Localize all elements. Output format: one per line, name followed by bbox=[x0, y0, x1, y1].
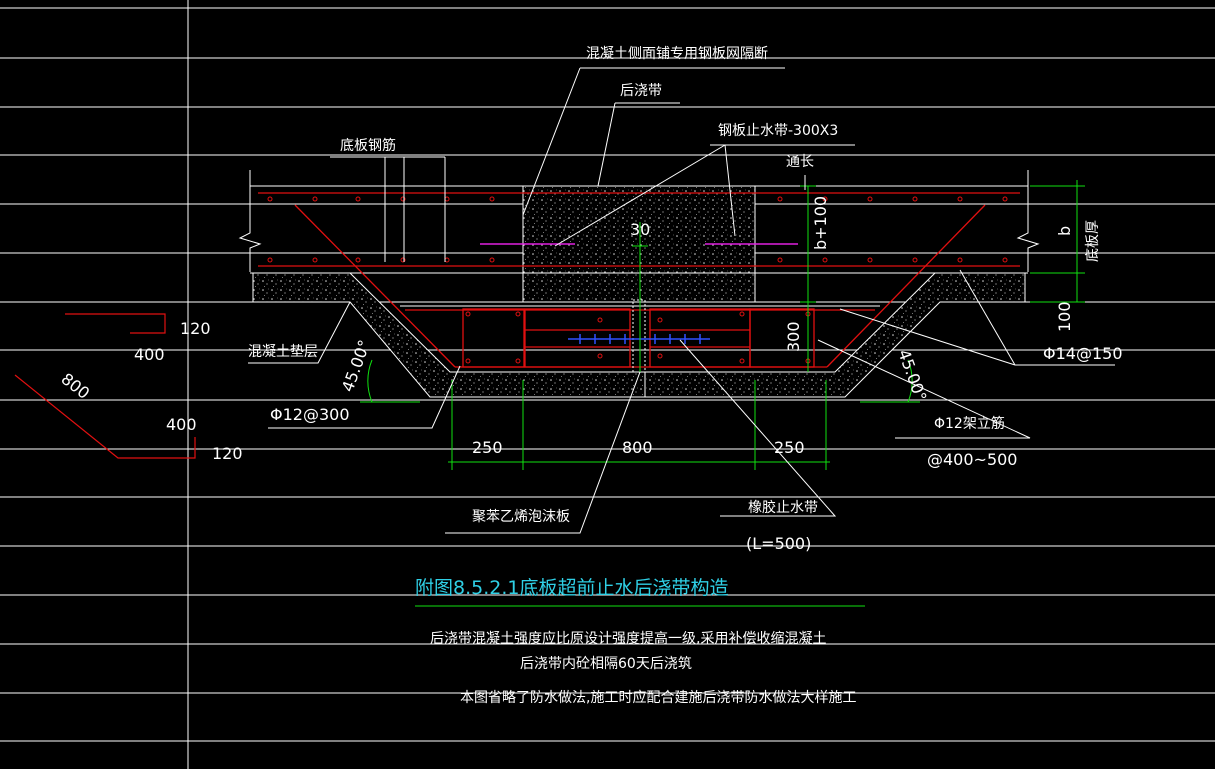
detail-dim-120-top: 120 bbox=[180, 319, 211, 338]
rubber-waterstop bbox=[568, 334, 710, 344]
label-concrete-side-mesh: 混凝土侧面铺专用钢板网隔断 bbox=[586, 46, 768, 62]
detail-dim-400-bottom: 400 bbox=[166, 415, 197, 434]
dim-800: 800 bbox=[622, 438, 653, 457]
label-phi12-300: Φ12@300 bbox=[270, 405, 350, 424]
dim-b-plus-100: b+100 bbox=[811, 196, 830, 250]
label-phi14-150: Φ14@150 bbox=[1043, 344, 1123, 363]
dim-angle-left: 45.00° bbox=[338, 337, 374, 394]
label-eps-board: 聚苯乙烯泡沫板 bbox=[472, 508, 570, 525]
label-concrete-cushion: 混凝土垫层 bbox=[248, 344, 318, 360]
label-slab-thickness: 底板厚 bbox=[1085, 220, 1101, 262]
detail-dim-400-top: 400 bbox=[134, 345, 165, 364]
dim-100: 100 bbox=[1055, 301, 1074, 332]
dim-30: 30 bbox=[630, 220, 650, 239]
label-rubber-waterstop: 橡胶止水带 bbox=[748, 499, 818, 516]
label-stand-spacing: @400~500 bbox=[927, 450, 1017, 469]
concrete-cushion bbox=[252, 272, 1026, 398]
dim-250-right: 250 bbox=[774, 438, 805, 457]
dim-b: b bbox=[1055, 226, 1074, 236]
label-steel-waterstop: 钢板止水带-300X3 bbox=[718, 123, 838, 139]
dim-250-left: 250 bbox=[472, 438, 503, 457]
label-phi12-stand: Φ12架立筋 bbox=[934, 415, 1005, 432]
note-line-3: 本图省略了防水做法,施工时应配合建施后浇带防水做法大样施工 bbox=[460, 689, 856, 706]
label-continuous: 通长 bbox=[786, 154, 814, 170]
label-rubber-length: (L=500) bbox=[746, 534, 811, 553]
dim-300: 300 bbox=[784, 321, 803, 352]
eps-board bbox=[632, 299, 646, 373]
notes: 后浇带混凝土强度应比原设计强度提高一级,采用补偿收缩混凝土 后浇带内砼相隔60天… bbox=[430, 630, 856, 706]
detail-dim-800: 800 bbox=[58, 369, 94, 403]
detail-dimensions: 120 400 800 400 120 bbox=[58, 319, 243, 463]
note-line-1: 后浇带混凝土强度应比原设计强度提高一级,采用补偿收缩混凝土 bbox=[430, 630, 826, 647]
note-line-2: 后浇带内砼相隔60天后浇筑 bbox=[520, 656, 692, 672]
leader-lines bbox=[248, 67, 1115, 534]
label-bottom-rebar: 底板钢筋 bbox=[340, 137, 396, 154]
detail-bars bbox=[14, 313, 196, 459]
detail-dim-120-bottom: 120 bbox=[212, 444, 243, 463]
dimension-lines bbox=[360, 180, 1085, 607]
drawing-title: 附图8.5.2.1底板超前止水后浇带构造 bbox=[415, 577, 728, 599]
labels: 混凝土侧面铺专用钢板网隔断 后浇带 钢板止水带-300X3 通长 底板钢筋 混凝… bbox=[248, 46, 1123, 553]
dim-angle-right: 45.00° bbox=[894, 347, 930, 404]
label-post-pour-strip: 后浇带 bbox=[620, 83, 662, 99]
